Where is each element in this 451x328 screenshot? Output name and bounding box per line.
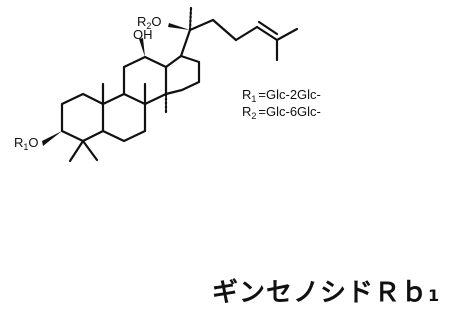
c12-hydroxyl-bond: [139, 38, 145, 57]
r2-substituent-label: R2O: [137, 14, 162, 31]
ring-a-substituents: [42, 131, 99, 163]
ring-a: [60, 92, 105, 143]
svg-text:OH: OH: [133, 27, 153, 42]
svg-text:R2O: R2O: [137, 14, 162, 31]
svg-text:R2=Glc-6Glc-: R2=Glc-6Glc-: [242, 104, 321, 121]
angular-methyls: [101, 82, 168, 116]
compound-name-caption: ギンセノシドＲｂ1: [212, 272, 440, 309]
legend-r2: R2=Glc-6Glc-: [242, 104, 321, 121]
ring-c: [122, 55, 168, 106]
svg-text:R1=Glc-2Glc-: R1=Glc-2Glc-: [242, 87, 321, 104]
hydroxyl-label: OH: [133, 27, 153, 42]
compound-name: ギンセノシドＲｂ: [212, 278, 429, 308]
r1-substituent-label: R1O: [14, 135, 39, 152]
ring-b: [101, 92, 147, 143]
side-chain: [168, 6, 299, 62]
ring-d: [164, 54, 201, 96]
compound-name-subscript: 1: [428, 286, 441, 305]
legend-r1: R1=Glc-2Glc-: [242, 87, 321, 104]
svg-text:R1O: R1O: [14, 135, 39, 152]
